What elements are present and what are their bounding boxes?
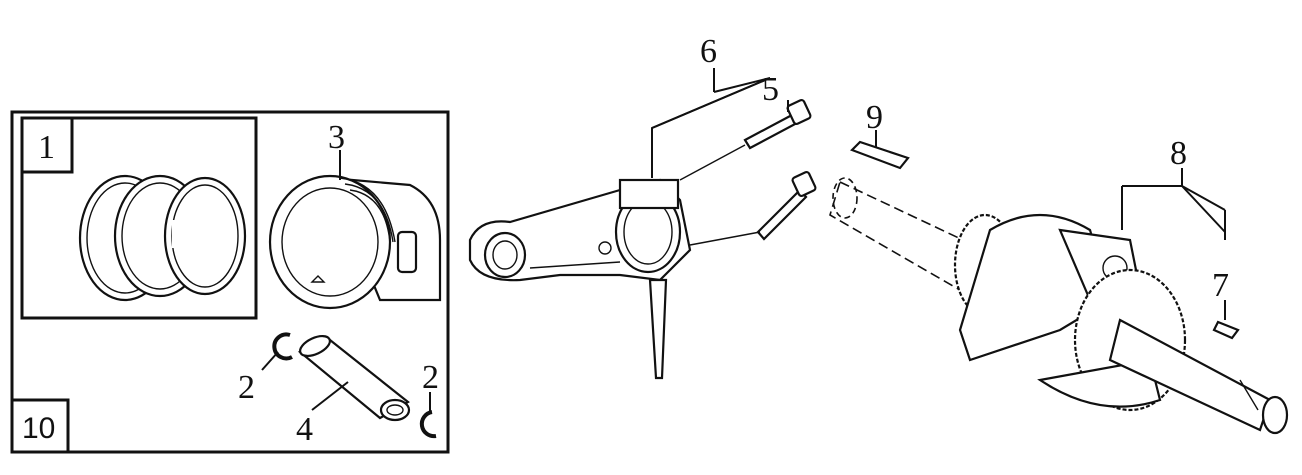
clip-right (419, 410, 437, 439)
key-7-label: 7 (1212, 267, 1229, 304)
kit-label: 10 (22, 412, 55, 445)
rings-label-box (20, 116, 74, 174)
piston-pin (297, 334, 411, 422)
bolt-label: 5 (762, 71, 779, 108)
piston (268, 174, 442, 310)
rod-bolts (679, 99, 817, 246)
piston-label: 3 (328, 119, 345, 156)
kit-label-box (10, 398, 70, 454)
crankshaft (829, 177, 1289, 435)
clip-left-label: 2 (238, 369, 255, 406)
kit-frame (10, 110, 450, 454)
key-7 (1212, 320, 1240, 340)
piston-rings (78, 174, 247, 302)
clip-left (272, 332, 293, 361)
pin-label: 4 (296, 411, 313, 448)
rings-frame (20, 116, 258, 320)
clip-right-label: 2 (422, 359, 439, 396)
crankshaft-label: 8 (1170, 135, 1187, 172)
piston-kit-group: 10 1 3 2 (10, 110, 450, 454)
key-9-label: 9 (866, 99, 883, 136)
key-9 (850, 140, 910, 170)
rod-label: 6 (700, 33, 717, 70)
rings-label: 1 (38, 129, 55, 166)
connecting-rod (468, 178, 692, 380)
